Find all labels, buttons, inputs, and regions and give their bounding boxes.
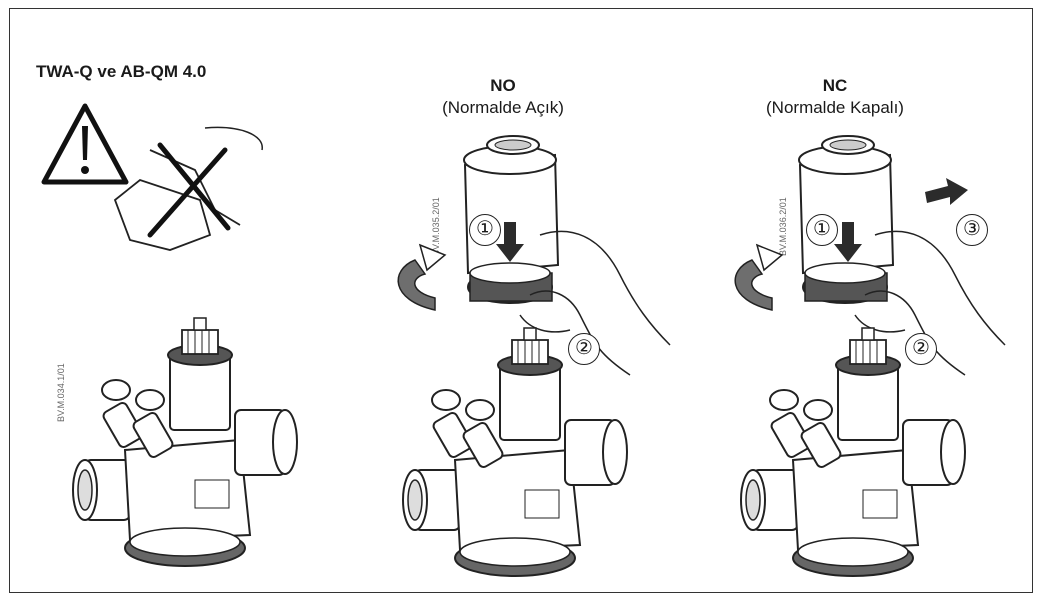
step-3-marker-nc: ③ bbox=[956, 214, 988, 246]
rotation-arrow-icon-nc bbox=[734, 244, 783, 311]
nc-illustration bbox=[734, 135, 1006, 577]
nc-heading: NC bbox=[822, 76, 848, 95]
down-arrow-icon bbox=[496, 222, 524, 262]
nc-heading-block: NC (Normalde Kapalı) bbox=[715, 75, 955, 119]
nc-subheading: (Normalde Kapalı) bbox=[766, 98, 904, 117]
rotation-arrow-icon bbox=[397, 244, 446, 311]
diagram-frame bbox=[9, 8, 1033, 593]
prohibited-wrench-icon bbox=[113, 126, 263, 251]
step-2-marker-nc: ② bbox=[905, 333, 937, 365]
down-arrow-icon-nc bbox=[834, 222, 862, 262]
no-heading-block: NO (Normalde Açık) bbox=[383, 75, 623, 119]
pull-arrow-icon bbox=[925, 178, 968, 205]
step-1-marker-no: ① bbox=[469, 214, 501, 246]
warning-icon bbox=[41, 103, 129, 185]
no-illustration bbox=[397, 135, 671, 577]
valve-illustration-left bbox=[72, 317, 298, 567]
step-1-marker-nc: ① bbox=[806, 214, 838, 246]
diagram-title: TWA-Q ve AB-QM 4.0 bbox=[36, 62, 207, 81]
step-2-marker-no: ② bbox=[568, 333, 600, 365]
no-heading: NO bbox=[490, 76, 516, 95]
no-subheading: (Normalde Açık) bbox=[442, 98, 564, 117]
